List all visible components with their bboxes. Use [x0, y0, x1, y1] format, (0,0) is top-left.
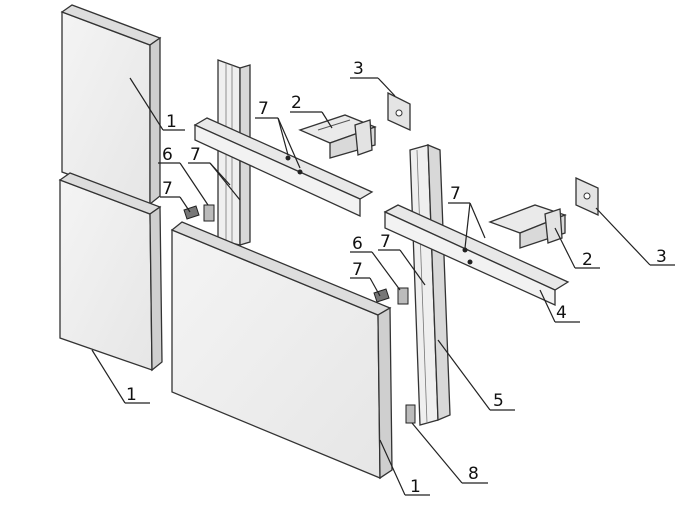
connector-right: [373, 287, 409, 305]
panel-lower-left: [58, 172, 163, 372]
label-connector-b: 6: [352, 234, 363, 254]
bottom-fitting: [405, 404, 416, 424]
label-bracket-right: 2: [582, 250, 593, 270]
label-bracket-top: 2: [291, 93, 302, 113]
bracket-right: [488, 204, 567, 249]
label-connector-a: 6: [162, 145, 173, 165]
connector-left: [183, 204, 215, 222]
label-bolt-b3: 7: [352, 260, 363, 280]
part-number-labels: 1 1 1 2 2 3 3 4 5 6 6 7 7 7 7 7 7 8: [126, 59, 667, 497]
panel-front: [170, 221, 393, 480]
label-panel-left: 1: [126, 385, 137, 405]
panel-upper-left: [60, 4, 162, 206]
label-bolt-a2: 7: [190, 145, 201, 165]
label-plate-right: 3: [656, 247, 667, 267]
label-post-right: 5: [493, 391, 504, 411]
label-panel-front: 1: [410, 477, 421, 497]
square-plate-upper: [387, 91, 411, 132]
label-angle-rail: 4: [556, 303, 567, 323]
vertical-post-left: [217, 59, 251, 246]
label-panel-top: 1: [166, 112, 177, 132]
label-bolt-a3: 7: [162, 179, 173, 199]
leader-lines: [91, 77, 675, 496]
horizontal-angle-rail-upper: [193, 117, 374, 218]
label-bolt-b2: 7: [380, 232, 391, 252]
label-bottom-fitting: 8: [468, 464, 479, 484]
bracket-upper: [298, 114, 377, 159]
label-bolt-b1: 7: [450, 184, 461, 204]
label-bolt-a1: 7: [258, 99, 269, 119]
label-plate-top: 3: [353, 59, 364, 79]
horizontal-angle-rail-lower: [383, 204, 570, 307]
vertical-post-right: [409, 144, 451, 426]
square-plate-right: [575, 176, 599, 217]
